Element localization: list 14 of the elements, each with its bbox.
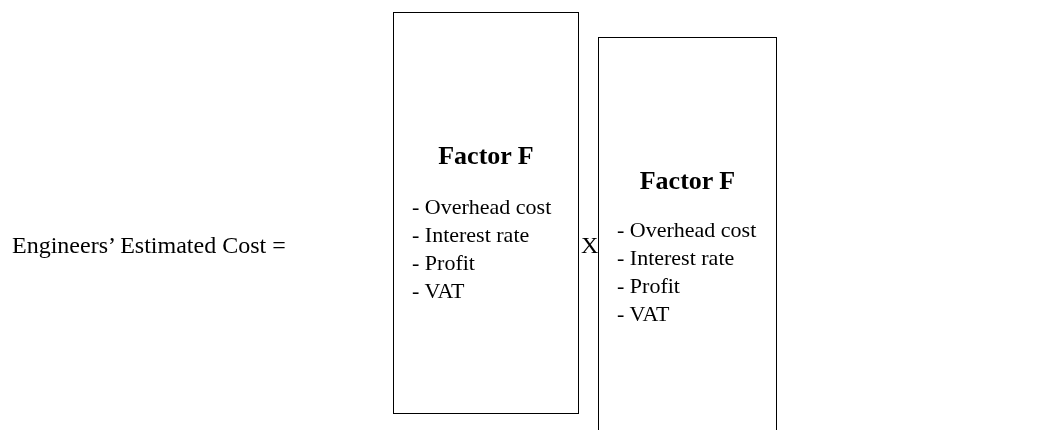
list-item: - Profit <box>617 272 680 300</box>
list-item: - Interest rate <box>617 244 735 272</box>
list-item: - Overhead cost <box>412 193 552 221</box>
box-heading: Factor F <box>438 141 534 171</box>
list-item: - VAT <box>617 300 670 328</box>
box-heading: Factor F <box>639 166 736 196</box>
factor-box <box>598 37 777 430</box>
list-item: - Profit <box>412 249 475 277</box>
factor-box <box>393 12 579 414</box>
list-item: - Overhead cost <box>617 216 757 244</box>
equation-text: Engineers’ Estimated Cost = <box>12 232 286 259</box>
multiply-sign: X <box>581 232 599 259</box>
list-item: - VAT <box>412 277 465 305</box>
list-item: - Interest rate <box>412 221 530 249</box>
